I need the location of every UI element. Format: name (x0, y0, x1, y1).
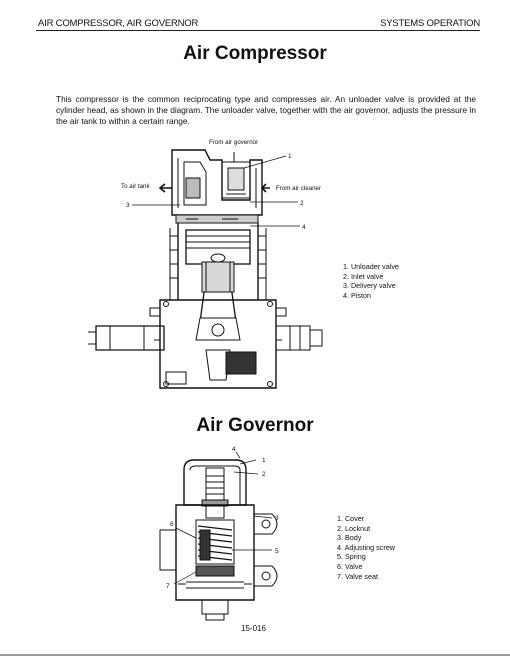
governor-callout-6: 6 (170, 521, 174, 528)
governor-parts-list: 1. Cover 2. Locknut 3. Body 4. Adjusting… (337, 514, 395, 581)
list-item: 3. Body (337, 533, 362, 543)
governor-callout-7: 7 (166, 583, 170, 590)
list-item: 6. Valve (337, 561, 363, 571)
label-from-air-governor: From air governor (209, 139, 259, 146)
compressor-callout-4: 4 (302, 224, 306, 231)
compressor-callout-3: 3 (126, 202, 130, 209)
page-number: 15-016 (241, 624, 266, 633)
compressor-intro-text: This compressor is the common reciprocat… (56, 94, 476, 127)
header-rule (36, 30, 480, 31)
label-to-air-tank: To air tank (121, 183, 150, 190)
list-item: 4. Adjusting screw (337, 542, 395, 552)
list-item: 5. Spring (337, 552, 366, 562)
header-section-title: AIR COMPRESSOR, AIR GOVERNOR (38, 18, 199, 29)
list-item: 2. Locknut (337, 523, 371, 533)
list-item: 4. Piston (343, 290, 371, 300)
label-from-air-cleaner: From air cleaner (276, 185, 322, 192)
compressor-parts-list: 1. Unloader valve 2. Inlet valve 3. Deli… (343, 262, 399, 300)
footer-rule (0, 654, 510, 656)
compressor-heading: Air Compressor (183, 43, 327, 64)
header-chapter-title: SYSTEMS OPERATION (380, 18, 480, 29)
compressor-callout-1: 1 (288, 153, 292, 160)
governor-callout-2: 2 (262, 471, 266, 478)
list-item: 1. Unloader valve (343, 262, 399, 271)
list-item: 7. Valve seat (337, 571, 379, 581)
governor-callout-5: 5 (275, 548, 279, 555)
governor-callout-3: 3 (275, 515, 279, 522)
governor-callout-4: 4 (232, 446, 236, 453)
governor-callout-1: 1 (262, 457, 266, 464)
list-item: 2. Inlet valve (343, 271, 384, 281)
list-item: 1. Cover (337, 514, 365, 523)
list-item: 3. Delivery valve (343, 281, 396, 291)
compressor-callout-2: 2 (300, 200, 304, 207)
governor-heading: Air Governor (196, 415, 314, 436)
